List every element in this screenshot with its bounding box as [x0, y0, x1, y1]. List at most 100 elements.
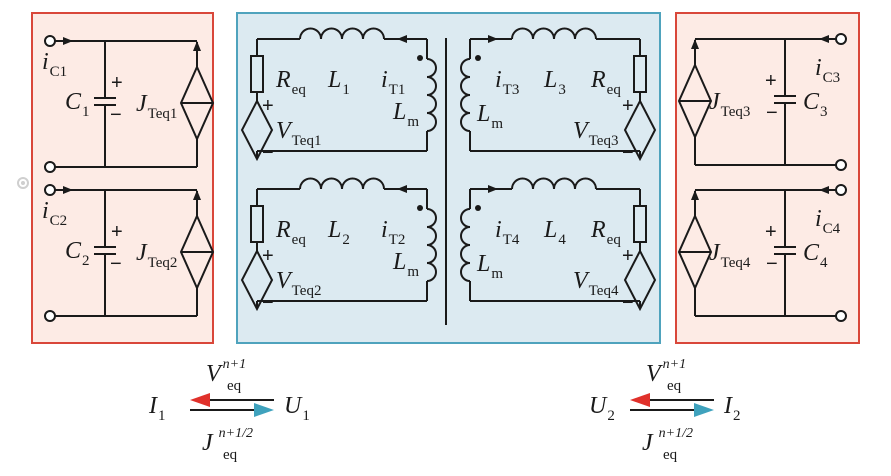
resistor-label-main: R	[590, 67, 606, 93]
series-inductor	[299, 27, 385, 40]
series-inductor	[511, 177, 597, 190]
capacitor-label-main: C	[803, 89, 820, 115]
plus-sign: +	[111, 221, 123, 243]
magnetizing-label-subscript: m	[491, 266, 503, 282]
inductor-label-main: L	[327, 67, 341, 93]
capacitor-label: C2	[65, 238, 90, 269]
exchange-top-label-superscript: n+1	[223, 357, 246, 372]
minus-sign: −	[766, 253, 778, 275]
resistor-label: Req	[275, 67, 306, 98]
input-terminal	[44, 35, 56, 47]
exchange-left-label-subscript: 2	[607, 408, 615, 424]
output-terminal	[835, 310, 847, 322]
plus-sign: +	[262, 245, 274, 267]
minus-sign: −	[262, 292, 274, 314]
source-label: JTeq2	[136, 240, 177, 271]
exchange-top-label-subscript: eq	[667, 378, 682, 394]
capacitor-label: C4	[803, 240, 828, 271]
capacitor-label: C1	[65, 89, 90, 120]
winding-current-label: iT3	[495, 67, 519, 98]
magnetizing-label: Lm	[476, 251, 503, 282]
current-label: iC4	[815, 206, 841, 237]
series-inductor	[511, 27, 597, 40]
source-label-subscript: Teq3	[589, 133, 619, 149]
exchange-bottom-label-main: J	[202, 430, 214, 456]
winding-current-label: iT1	[381, 67, 405, 98]
exchange-left-label-subscript: 1	[158, 408, 166, 424]
exchange-right-label: I2	[723, 393, 741, 424]
capacitor-label-subscript: 2	[82, 253, 90, 269]
source-label: JTeq1	[136, 91, 177, 122]
winding-current-label-subscript: T4	[503, 232, 520, 248]
magnetizing-label-main: L	[476, 101, 490, 127]
source-label-subscript: Teq4	[721, 255, 751, 271]
minus-sign: −	[622, 142, 634, 164]
resistor-label-subscript: eq	[292, 82, 307, 98]
magnetizing-label-subscript: m	[491, 116, 503, 132]
winding-current-label-main: i	[381, 67, 388, 93]
source-label-main: V	[573, 268, 590, 294]
resistor-label-subscript: eq	[607, 232, 622, 248]
capacitor-label: C3	[803, 89, 828, 120]
source-label: VTeq3	[573, 118, 618, 149]
source-label-main: J	[709, 240, 721, 266]
voltage-exchange-arrowhead	[630, 393, 650, 407]
current-label-main: i	[42, 49, 49, 75]
current-label-subscript: C1	[50, 64, 68, 80]
exchange-bottom-label-subscript: eq	[663, 447, 678, 463]
exchange-left-label: I1	[148, 393, 166, 424]
input-terminal	[835, 184, 847, 196]
capacitor-label-subscript: 1	[82, 104, 90, 120]
inductor-label-subscript: 1	[342, 82, 350, 98]
winding-current-label-main: i	[381, 217, 388, 243]
inductor-label-main: L	[327, 217, 341, 243]
plus-sign: +	[622, 245, 634, 267]
resistor-label-main: R	[275, 67, 291, 93]
winding-current-label-main: i	[495, 67, 502, 93]
inductor-label: L3	[543, 67, 566, 98]
source-label: JTeq3	[709, 89, 750, 120]
magnetizing-label-subscript: m	[407, 114, 419, 130]
dependent-source-diamond	[179, 64, 215, 142]
magnetizing-label-main: L	[392, 249, 406, 275]
inductor-label-main: L	[543, 217, 557, 243]
dependent-source-diamond	[677, 213, 713, 291]
plus-sign: +	[111, 72, 123, 94]
resistor-label-subscript: eq	[607, 82, 622, 98]
current-label-subscript: C2	[50, 213, 68, 229]
magnetizing-label-main: L	[476, 251, 490, 277]
winding-current-label-subscript: T2	[389, 232, 406, 248]
exchange-top-label-main: V	[206, 361, 223, 387]
exchange-bottom-label-main: J	[642, 430, 654, 456]
winding-current-label-subscript: T1	[389, 82, 406, 98]
source-label-main: J	[136, 91, 148, 117]
capacitor-label-subscript: 3	[820, 104, 828, 120]
output-terminal	[44, 161, 56, 173]
source-label: VTeq4	[573, 268, 619, 299]
inductor-label-subscript: 4	[558, 232, 566, 248]
winding-current-label-subscript: T3	[503, 82, 520, 98]
exchange-bottom-label-superscript: n+1/2	[659, 426, 693, 441]
polarity-dot	[475, 55, 481, 61]
source-label-main: V	[276, 118, 293, 144]
voltage-exchange-arrowhead	[190, 393, 210, 407]
exchange-bottom-label-subscript: eq	[223, 447, 238, 463]
plus-sign: +	[262, 95, 274, 117]
minus-sign: −	[110, 253, 122, 275]
source-label-main: V	[573, 118, 590, 144]
magnetizing-inductor	[460, 58, 471, 132]
source-label-subscript: Teq2	[148, 255, 178, 271]
current-label-main: i	[815, 55, 822, 81]
source-label: VTeq2	[276, 268, 321, 299]
polarity-dot	[417, 205, 423, 211]
exchange-bottom-label-superscript: n+1/2	[219, 426, 253, 441]
minus-sign: −	[110, 104, 122, 126]
